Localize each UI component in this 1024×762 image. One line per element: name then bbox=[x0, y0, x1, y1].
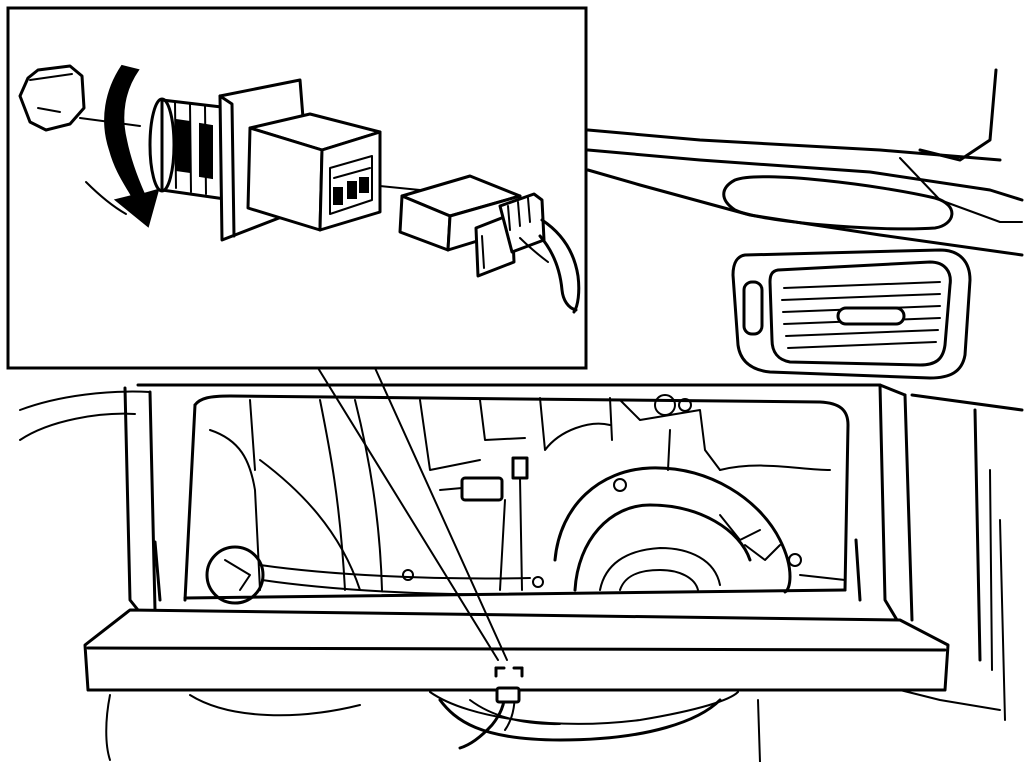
socket-cage bbox=[148, 97, 234, 202]
leader-lines bbox=[317, 367, 508, 661]
grommet-clip bbox=[18, 64, 86, 132]
location-marker-icon bbox=[494, 666, 524, 678]
dashboard-view bbox=[19, 68, 1024, 762]
wiring-harness bbox=[519, 218, 581, 314]
connector-housing bbox=[246, 112, 382, 232]
axis-line bbox=[79, 117, 141, 127]
insertion-line bbox=[379, 185, 421, 191]
detail-inset bbox=[6, 6, 588, 370]
rotate-arrow-icon bbox=[85, 64, 160, 228]
glove-box-interior bbox=[205, 394, 846, 605]
dash-trim bbox=[586, 68, 1024, 257]
air-vent bbox=[731, 248, 972, 380]
plug-connector bbox=[398, 174, 546, 278]
glove-box-door bbox=[83, 538, 950, 692]
dash-left-curves bbox=[19, 390, 151, 441]
lower-dash bbox=[105, 408, 1006, 762]
upper-oval-vent bbox=[722, 175, 954, 231]
